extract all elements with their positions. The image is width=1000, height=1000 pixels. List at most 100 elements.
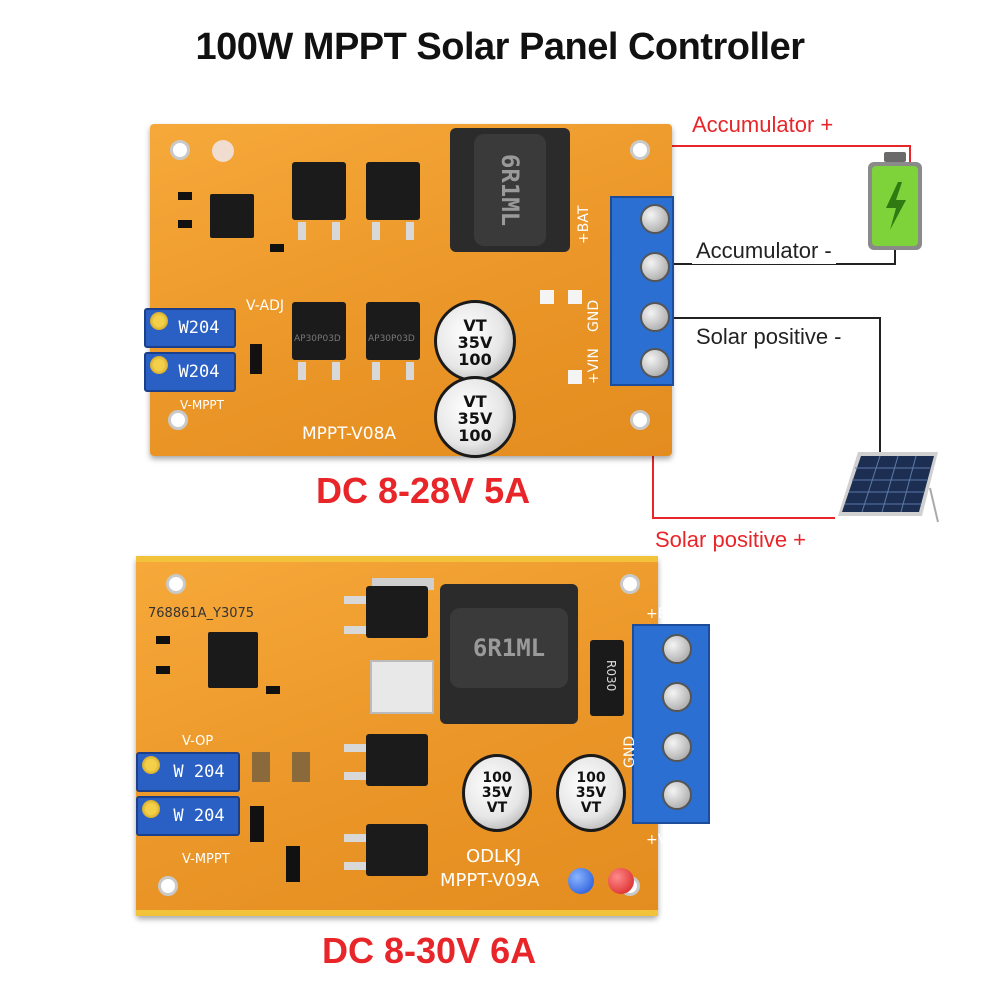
smd-capacitor <box>292 752 310 782</box>
silk-terminal-gnd: GND <box>622 735 638 768</box>
mosfet <box>292 162 346 220</box>
terminal-screw-bat[interactable] <box>662 634 692 664</box>
smd-diode <box>250 344 262 374</box>
mosfet <box>366 734 428 786</box>
wire-solar-plus <box>652 357 835 519</box>
terminal-block <box>610 196 674 386</box>
thermal-pad <box>370 660 434 714</box>
label-accumulator-minus: Accumulator - <box>692 238 836 264</box>
mosfet-pin <box>344 862 366 870</box>
battery-icon <box>868 152 922 250</box>
terminal-screw[interactable] <box>640 252 670 282</box>
potentiometer-screw-icon[interactable] <box>150 356 168 374</box>
status-led-blue <box>568 868 594 894</box>
potentiometer-screw-icon[interactable] <box>142 800 160 818</box>
silk-terminal-gnd: GND <box>586 299 602 332</box>
mosfet-pin <box>344 834 366 842</box>
terminal-screw[interactable] <box>662 682 692 712</box>
label-accumulator-plus: Accumulator + <box>692 112 834 137</box>
board-edge <box>136 556 658 562</box>
mosfet <box>366 586 428 638</box>
silk-terminal-bat: +BAT <box>576 205 592 244</box>
mosfet-pin <box>372 222 380 240</box>
mosfet-pin <box>344 744 366 752</box>
smd-component <box>266 686 280 694</box>
terminal-screw-bat[interactable] <box>640 204 670 234</box>
label-solar-positive-plus: Solar positive + <box>655 527 807 552</box>
solder-pad <box>540 290 554 304</box>
label-solar-positive-minus: Solar positive - <box>692 324 846 350</box>
smd-capacitor <box>252 752 270 782</box>
mosfet-pin <box>372 362 380 380</box>
board-edge <box>136 910 658 916</box>
silk-terminal-vin: +VIN <box>646 832 682 848</box>
status-led-red <box>608 868 634 894</box>
led <box>212 140 234 162</box>
solder-pad <box>568 370 582 384</box>
board2-caption: DC 8-30V 6A <box>322 930 537 971</box>
controller-chip <box>210 194 254 238</box>
mounting-hole <box>630 410 650 430</box>
board1-caption: DC 8-28V 5A <box>316 470 531 511</box>
silk-v-op: V-OP <box>182 734 214 749</box>
solar-panel-icon <box>838 452 939 523</box>
smd-component <box>156 636 170 644</box>
smd-diode <box>286 846 300 882</box>
mosfet: AP30P03D <box>292 302 346 360</box>
potentiometer-screw-icon[interactable] <box>150 312 168 330</box>
controller-chip <box>208 632 258 688</box>
page-title: 100W MPPT Solar Panel Controller <box>195 26 805 68</box>
solder-pad <box>568 290 582 304</box>
board-model-label: MPPT-V08A <box>302 424 397 444</box>
inductor-label: 6R1ML <box>450 608 568 688</box>
mosfet-pin <box>298 362 306 380</box>
mosfet-pin <box>332 222 340 240</box>
silk-v-mppt: V-MPPT <box>182 852 230 867</box>
mosfet-part-label: AP30P03D <box>294 334 341 344</box>
mounting-hole <box>630 140 650 160</box>
smd-component <box>178 192 192 200</box>
mounting-hole <box>170 140 190 160</box>
silk-terminal-bat: +BAT <box>646 606 685 622</box>
inductor: 6R1ML <box>450 128 570 252</box>
mosfet: AP30P03D <box>366 302 420 360</box>
smd-component <box>270 244 284 252</box>
board-brand-label: ODLKJ <box>466 846 522 867</box>
mounting-hole <box>166 574 186 594</box>
smd-component <box>156 666 170 674</box>
potentiometer-screw-icon[interactable] <box>142 756 160 774</box>
mounting-hole <box>168 410 188 430</box>
mosfet <box>366 162 420 220</box>
mounting-hole <box>620 574 640 594</box>
mosfet-pin <box>406 362 414 380</box>
smd-component <box>178 220 192 228</box>
inductor: 6R1ML <box>440 584 578 724</box>
wire-accumulator-minus <box>653 248 896 265</box>
terminal-block <box>632 624 710 824</box>
terminal-screw-gnd[interactable] <box>662 732 692 762</box>
mosfet <box>366 824 428 876</box>
silk-terminal-vin: +VIN <box>586 348 602 384</box>
board-serial-label: 768861A_Y3075 <box>148 606 255 621</box>
terminal-screw-vin[interactable] <box>640 348 670 378</box>
mosfet-part-label: AP30P03D <box>368 334 415 344</box>
mosfet-pin <box>344 772 366 780</box>
mosfet-pin <box>332 362 340 380</box>
power-diode: R030 <box>590 640 624 716</box>
silk-v-mppt: V-MPPT <box>180 398 224 412</box>
terminal-screw-vin[interactable] <box>662 780 692 810</box>
diode-label: R030 <box>604 660 618 692</box>
mosfet-pin <box>406 222 414 240</box>
silk-v-adj: V-ADJ <box>246 298 284 314</box>
terminal-screw-gnd[interactable] <box>640 302 670 332</box>
mosfet-pin <box>344 596 366 604</box>
board-model-label: MPPT-V09A <box>440 870 540 891</box>
potentiometer[interactable]: W 204 <box>136 796 240 836</box>
mounting-hole <box>158 876 178 896</box>
smd-diode <box>250 806 264 842</box>
